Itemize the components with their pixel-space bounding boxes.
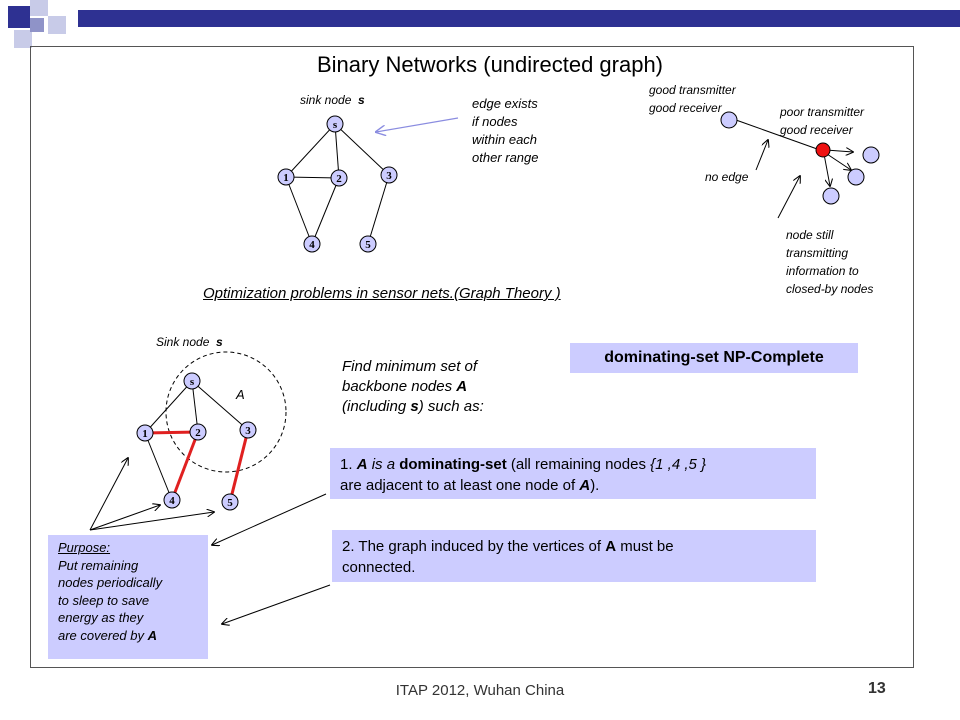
set-a-circle	[165, 351, 287, 473]
page-number: 13	[868, 680, 886, 697]
top-graph-edges	[285, 123, 390, 245]
top-graph-nodes	[277, 115, 398, 253]
node-s	[326, 115, 344, 133]
tx-arrow	[823, 153, 830, 186]
edge-note: edge exists if nodes within each other r…	[472, 96, 539, 165]
node-label: s	[333, 119, 338, 131]
node-label: 3	[245, 425, 251, 437]
edge-1-4	[285, 176, 313, 245]
cond2-arrow	[222, 584, 331, 624]
content-frame	[30, 46, 914, 668]
bottom-node-labels: s 1 2 3 4 5	[142, 376, 251, 509]
corner-square	[30, 0, 48, 16]
corner-square	[8, 6, 30, 28]
edge-s-1	[285, 123, 336, 178]
receiver-node	[847, 168, 865, 186]
edge-2-4	[170, 431, 200, 501]
edge-3-5	[228, 429, 250, 503]
node-label: 1	[142, 428, 148, 440]
node-s	[183, 372, 201, 390]
node-label: 5	[227, 497, 233, 509]
receiver-node	[822, 187, 840, 205]
edge-3-5	[367, 174, 390, 245]
poor-transmitter-note: poor transmitter good receiver	[780, 105, 865, 137]
cond1-arrow	[212, 493, 327, 545]
no-edge-note: no edge	[705, 170, 749, 184]
edge-1-2	[285, 176, 340, 179]
node-1	[277, 168, 295, 186]
purpose-box: Purpose: Put remaining nodes periodicall…	[48, 535, 208, 659]
node-4	[163, 491, 181, 509]
edge-s-1	[144, 380, 193, 434]
node-4	[303, 235, 321, 253]
edge-2-4	[311, 177, 340, 245]
node-3	[239, 421, 257, 439]
edge-s-2	[191, 380, 199, 433]
node-label: 2	[195, 427, 201, 439]
poor-node	[815, 142, 831, 158]
receiver-node	[862, 146, 880, 164]
slide-title: Binary Networks (undirected graph)	[316, 52, 664, 77]
node-label: 2	[336, 173, 342, 185]
purpose-arrows	[89, 458, 214, 531]
find-text: Find minimum set of backbone nodes A (in…	[342, 358, 484, 415]
still-transmitting-note: node still transmitting information to c…	[786, 228, 874, 296]
node-label: 1	[283, 172, 289, 184]
no-edge-arrow	[755, 140, 768, 171]
good-transmitter-note: good transmitter good receiver	[649, 83, 736, 115]
condition-2-box: 2. The graph induced by the vertices of …	[332, 530, 816, 582]
corner-square	[30, 18, 44, 32]
node-2	[189, 423, 207, 441]
edge-1-2	[144, 430, 199, 435]
corner-square	[48, 16, 66, 34]
good-node	[720, 111, 738, 129]
bottom-graph-red-edges	[144, 429, 250, 503]
sink-node-label: sink node s	[300, 93, 365, 107]
node-1	[136, 424, 154, 442]
node-5	[221, 493, 239, 511]
edge-note-arrow	[376, 117, 459, 132]
condition-1-box: 1. A is a dominating-set (all remaining …	[330, 448, 816, 499]
node-label: 4	[169, 495, 175, 507]
node-label: 5	[365, 239, 371, 251]
sink-node-label-bottom: Sink node s	[156, 335, 223, 349]
edge-s-3	[334, 123, 390, 176]
node-label: s	[190, 376, 195, 388]
edge-s-2	[334, 123, 340, 179]
bottom-graph-edges	[144, 380, 249, 501]
section-subtitle: Optimization problems in sensor nets.(Gr…	[203, 285, 561, 302]
edge-s-3	[191, 380, 249, 431]
node-3	[380, 166, 398, 184]
node-label: 4	[309, 239, 315, 251]
node-label: 3	[386, 170, 392, 182]
tx-arrow	[825, 150, 853, 152]
still-arrow	[777, 176, 800, 219]
set-a-label: A	[236, 387, 245, 402]
bottom-graph-nodes	[136, 372, 257, 511]
footer-text: ITAP 2012, Wuhan China	[395, 682, 565, 699]
node-5	[359, 235, 377, 253]
tx-edge	[735, 119, 821, 151]
top-node-labels: s 1 2 3 4 5	[283, 119, 392, 251]
header-bar	[78, 10, 960, 27]
edge-1-4	[144, 432, 173, 501]
corner-square	[14, 30, 32, 48]
node-2	[330, 169, 348, 187]
np-complete-box: dominating-set NP-Complete	[570, 343, 858, 373]
